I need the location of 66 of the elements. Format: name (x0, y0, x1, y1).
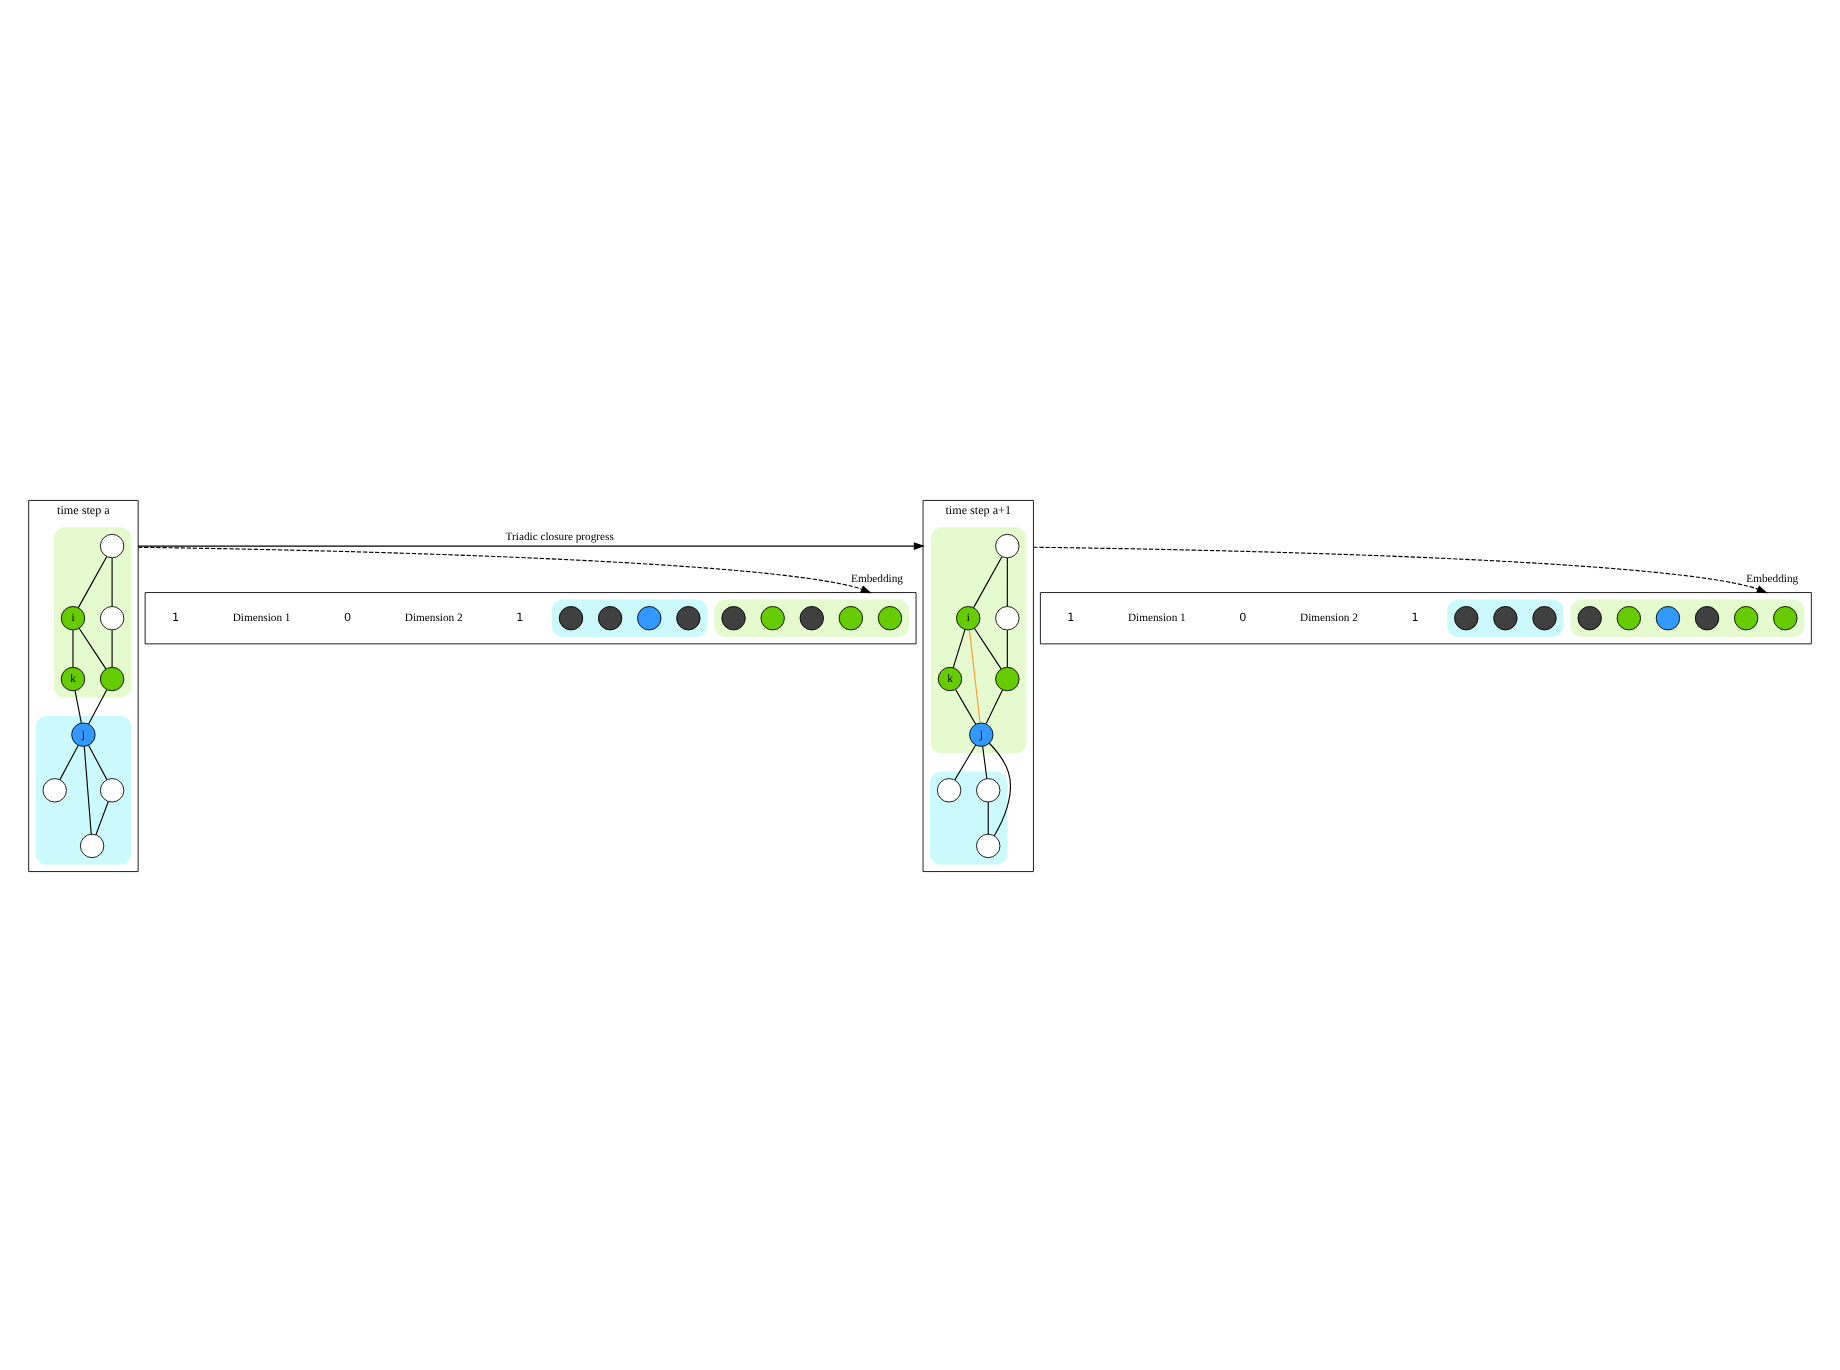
node-circle (721, 605, 746, 630)
node-circle (99, 532, 125, 558)
connector (968, 628, 981, 723)
connector (111, 556, 113, 606)
node-circle (676, 605, 701, 630)
node-circle (1734, 605, 1759, 630)
node-circle (995, 665, 1020, 691)
node-circle (760, 605, 785, 630)
connector (88, 743, 108, 780)
node-circle (79, 832, 105, 858)
node-circle (877, 605, 903, 630)
connector (74, 689, 82, 723)
node-circle (995, 532, 1020, 558)
cluster (714, 598, 910, 636)
connector (95, 800, 109, 835)
connector (72, 628, 74, 667)
node-circle (1616, 605, 1641, 630)
node-circle (838, 605, 864, 630)
cluster (53, 526, 132, 697)
node-circle (995, 605, 1020, 630)
node-circle (936, 777, 962, 802)
node-circle (42, 777, 67, 802)
connector (83, 744, 92, 834)
cluster (144, 591, 917, 644)
connector (982, 744, 988, 779)
cluster (35, 715, 132, 864)
node-circle (558, 605, 584, 630)
connector (987, 800, 989, 834)
connector (954, 743, 977, 780)
connector (77, 555, 108, 608)
connector (988, 741, 1011, 836)
cluster (1570, 598, 1805, 636)
cluster (930, 770, 1008, 864)
connector (88, 688, 108, 724)
node-circle (1773, 605, 1798, 630)
node-circle (976, 832, 1001, 858)
node-circle (1577, 605, 1602, 630)
node-circle (597, 605, 623, 630)
cluster (930, 526, 1027, 753)
connector (111, 628, 113, 667)
connector (1006, 556, 1008, 606)
node-circle (1454, 605, 1479, 630)
node-circle (1655, 605, 1681, 630)
connector (973, 555, 1003, 608)
connector (973, 626, 1002, 669)
node-circle (637, 605, 662, 630)
connector (1006, 628, 1008, 667)
node-circle (976, 777, 1001, 802)
cluster (1447, 598, 1564, 636)
arrow (137, 541, 925, 549)
connector (78, 626, 107, 669)
cluster (551, 598, 708, 636)
node-circle (99, 605, 125, 630)
node-circle (99, 665, 125, 691)
connector (952, 628, 966, 668)
arrow (137, 545, 872, 593)
node-circle (1493, 605, 1518, 630)
node-circle (99, 777, 125, 802)
connector (955, 688, 977, 724)
connector (59, 743, 79, 780)
arrow (1032, 545, 1768, 593)
node-circle (1532, 605, 1557, 630)
node-circle (1694, 605, 1720, 630)
connector (985, 688, 1004, 724)
node-circle (799, 605, 824, 630)
cluster (1039, 591, 1812, 644)
